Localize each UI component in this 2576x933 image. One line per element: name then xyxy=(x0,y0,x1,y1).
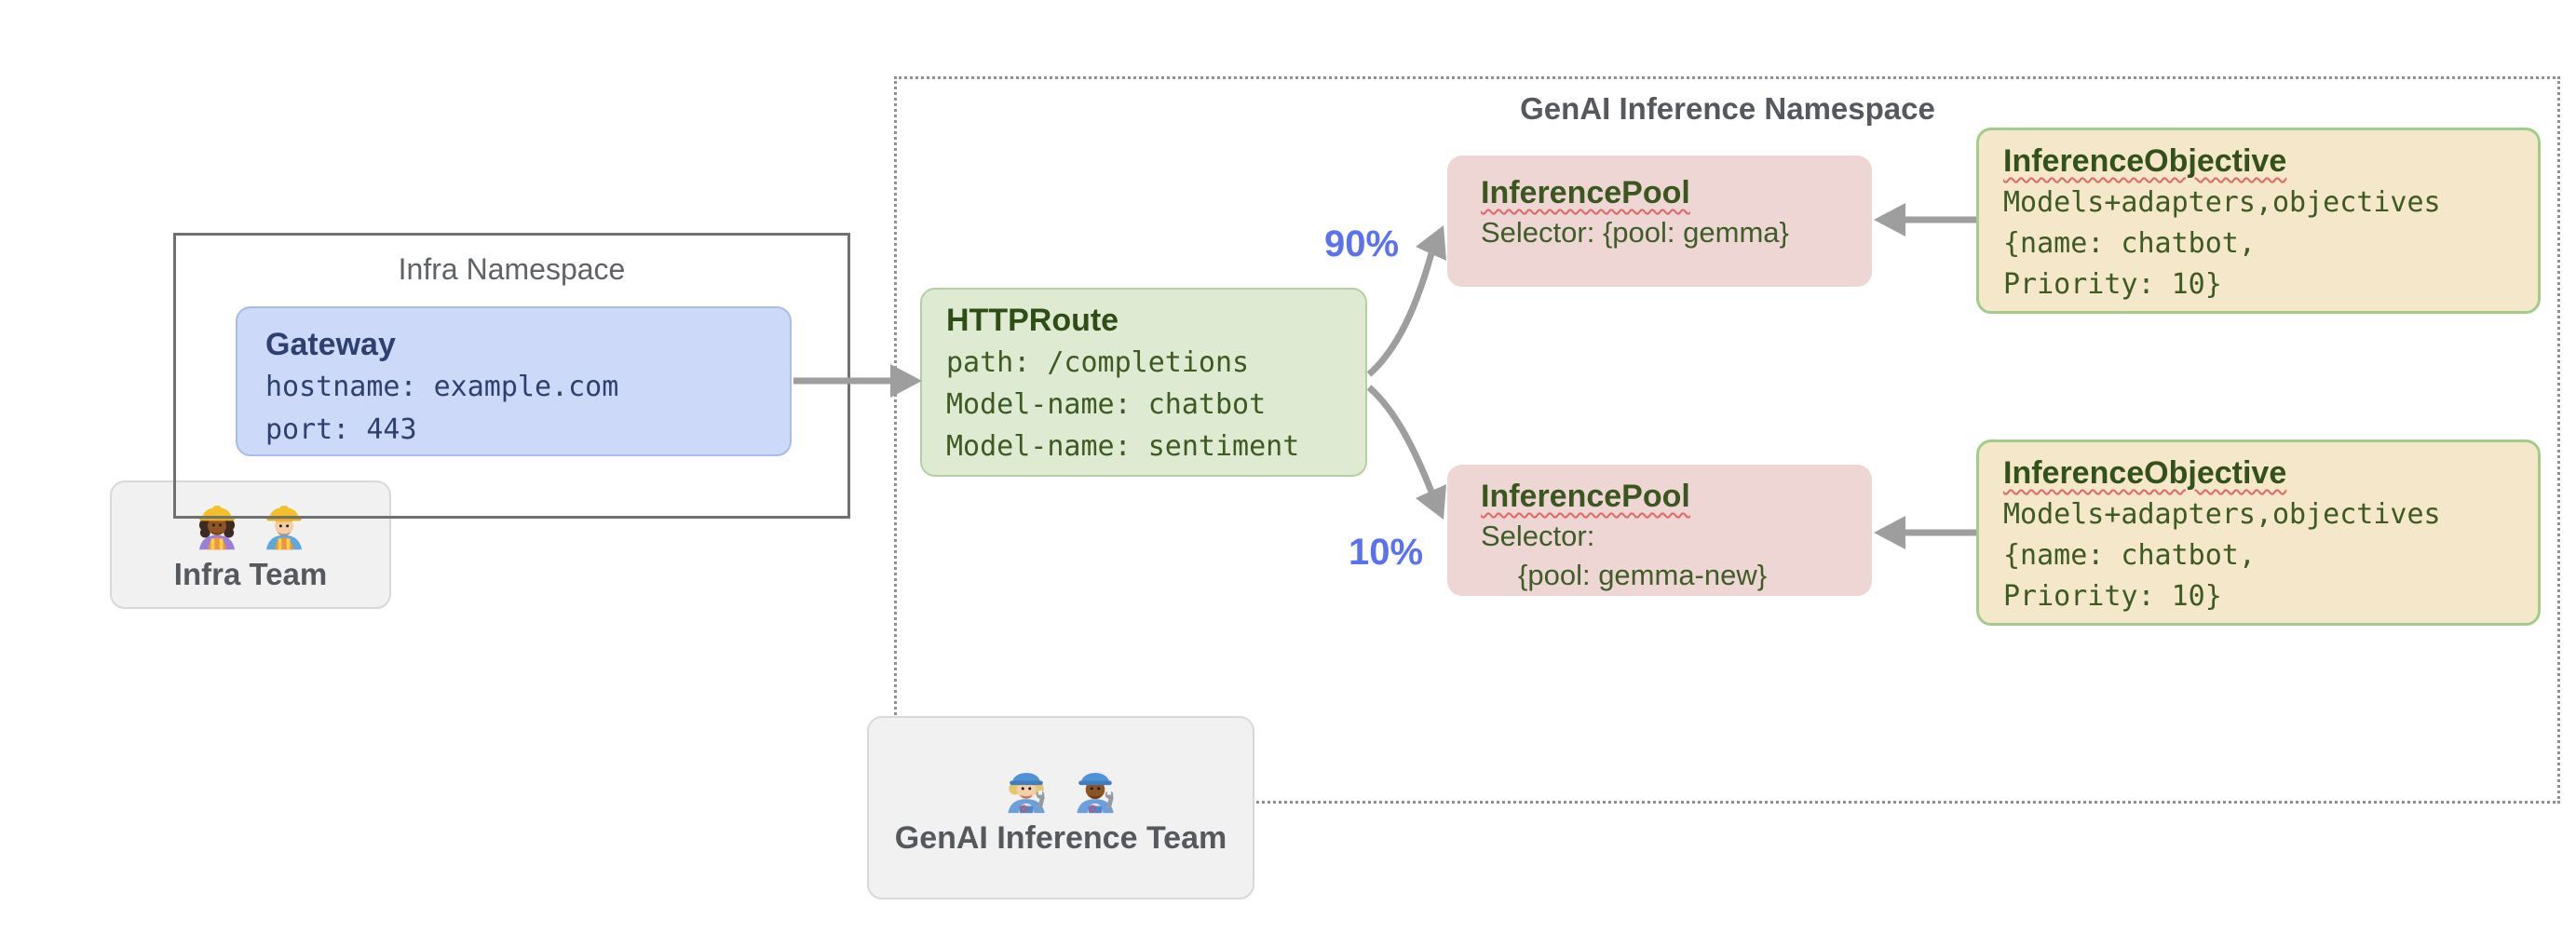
inference-pool-top-title: InferencePool xyxy=(1481,175,1690,210)
gateway-port-line: port: 443 xyxy=(265,413,417,446)
inference-objective-bottom-line-2: {name: chatbot, xyxy=(2003,539,2256,572)
man-construction-worker-emoji xyxy=(265,506,303,550)
inference-objective-top-title: InferenceObjective xyxy=(2003,143,2287,179)
httproute-model-line-2: Model-name: sentiment xyxy=(946,430,1300,463)
infra-team-label: Infra Team xyxy=(173,557,328,591)
inference-objective-bottom-line-1: Models+adapters,objectives xyxy=(2003,498,2441,531)
inference-objective-top-line-3: Priority: 10} xyxy=(2003,268,2222,301)
man-mechanic-emoji xyxy=(1077,773,1114,814)
traffic-split-10-label: 10% xyxy=(1348,532,1424,573)
inference-objective-bottom-box: InferenceObjective Models+adapters,objec… xyxy=(1976,439,2541,626)
httproute-box: HTTPRoute path: /completions Model-name:… xyxy=(920,288,1367,477)
httproute-model-line-1: Model-name: chatbot xyxy=(946,388,1267,421)
gateway-box: Gateway hostname: example.com port: 443 xyxy=(236,306,792,456)
inference-objective-bottom-line-3: Priority: 10} xyxy=(2003,580,2222,613)
inference-objective-top-line-2: {name: chatbot, xyxy=(2003,227,2256,260)
inference-pool-top-selector-line: Selector: {pool: gemma} xyxy=(1481,216,1789,249)
gateway-title: Gateway xyxy=(265,327,396,362)
woman-mechanic-emoji xyxy=(1008,773,1045,814)
httproute-path-line: path: /completions xyxy=(946,346,1250,379)
genai-inference-team-card: GenAI Inference Team xyxy=(867,716,1254,899)
genai-inference-namespace-frame xyxy=(894,76,2560,804)
genai-team-icons xyxy=(998,759,1123,815)
inference-pool-bottom-selector-value: {pool: gemma-new} xyxy=(1518,559,1768,591)
woman-construction-worker-emoji xyxy=(198,506,236,550)
inference-pool-bottom-selector-line: Selector: xyxy=(1481,520,1595,552)
inference-objective-top-line-1: Models+adapters,objectives xyxy=(2003,186,2441,219)
inference-pool-bottom-title: InferencePool xyxy=(1481,479,1690,514)
httproute-title: HTTPRoute xyxy=(946,303,1119,338)
infra-team-icons xyxy=(190,497,311,551)
infra-team-card: Infra Team xyxy=(110,480,391,609)
genai-team-label: GenAI Inference Team xyxy=(894,820,1227,856)
traffic-split-90-label: 90% xyxy=(1323,223,1400,264)
inference-pool-bottom-box: InferencePool Selector: {pool: gemma-new… xyxy=(1447,465,1872,596)
gateway-hostname-line: hostname: example.com xyxy=(265,371,619,403)
inference-pool-top-box: InferencePool Selector: {pool: gemma} xyxy=(1447,156,1872,287)
genai-inference-namespace-title: GenAI Inference Namespace xyxy=(1520,91,1935,126)
inference-objective-top-box: InferenceObjective Models+adapters,objec… xyxy=(1976,128,2541,314)
inference-objective-bottom-title: InferenceObjective xyxy=(2003,455,2287,491)
infra-namespace-frame: Infra Namespace xyxy=(173,233,850,519)
infra-namespace-title: Infra Namespace xyxy=(398,252,626,286)
